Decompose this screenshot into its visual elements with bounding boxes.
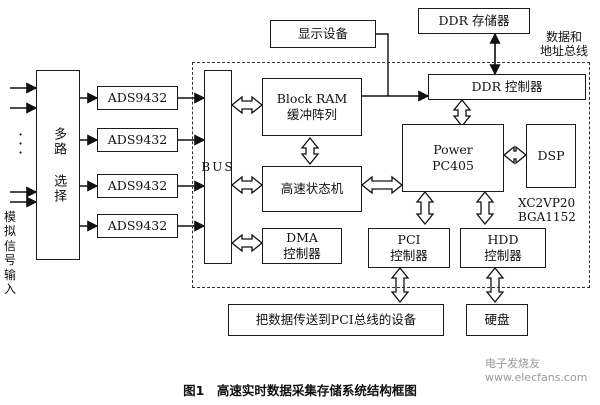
pci-device-label: 把数据传送到PCI总线的设备 [255,312,417,328]
figure-caption: 图1 高速实时数据采集存储系统结构框图 [183,383,417,398]
dsp-block: DSP [526,124,576,188]
bus-block: BUS [201,70,235,264]
display-link [376,33,389,96]
pci-device-block: 把数据传送到PCI总线的设备 [228,304,444,336]
hdd-controller-label: HDD 控制器 [484,232,522,263]
powerpc-block: Power PC405 [402,124,504,192]
block-ram-label: Block RAM 缓冲阵列 [276,91,348,122]
adc-block-3: ADS9432 [97,174,178,198]
data-address-bus-label: 数据和 地址总线 [540,30,589,59]
mux-block: 多路 选择 [36,70,80,260]
adc-block-1: ADS9432 [97,86,178,110]
input-arrows [10,82,38,208]
adc-label-2: ADS9432 [107,132,168,148]
input-dots: ··· [18,125,24,162]
adc-label-4: ADS9432 [107,218,168,234]
dsp-label: DSP [537,148,565,164]
ddr-memory-block: DDR 存储器 [418,8,530,34]
watermark: 电子发烧友 www.elecfans.com [485,357,588,384]
fpga-part-label: XC2VP20 BGA1152 [518,196,576,225]
pci-controller-label: PCI 控制器 [390,232,428,263]
state-machine-block: 高速状态机 [262,166,362,212]
fpga-boundary [192,62,590,288]
mux-adc-links [80,92,99,232]
hard-disk-block: 硬盘 [466,304,528,336]
display-device-block: 显示设备 [270,20,376,48]
ddr-controller-label: DDR 控制器 [471,79,543,95]
display-device-label: 显示设备 [297,26,348,42]
mux-label: 多路 选择 [51,126,67,204]
block-ram-block: Block RAM 缓冲阵列 [262,78,362,136]
adc-label-1: ADS9432 [107,90,168,106]
adc-block-2: ADS9432 [97,128,178,152]
analog-input-label: 模拟 信号 输入 [4,210,17,296]
pci-controller-block: PCI 控制器 [368,228,450,268]
hard-disk-label: 硬盘 [484,312,510,328]
adc-block-4: ADS9432 [97,214,178,238]
state-machine-label: 高速状态机 [280,181,344,197]
ddr-controller-block: DDR 控制器 [428,74,586,100]
hdd-controller-block: HDD 控制器 [460,228,546,268]
adc-bus-links [178,92,206,232]
powerpc-label: Power PC405 [432,142,474,173]
ddr-memory-label: DDR 存储器 [438,13,510,29]
dma-block: DMA 控制器 [262,228,342,264]
adc-label-3: ADS9432 [107,178,168,194]
dma-label: DMA 控制器 [283,230,321,261]
bus-label: BUS [201,159,235,174]
